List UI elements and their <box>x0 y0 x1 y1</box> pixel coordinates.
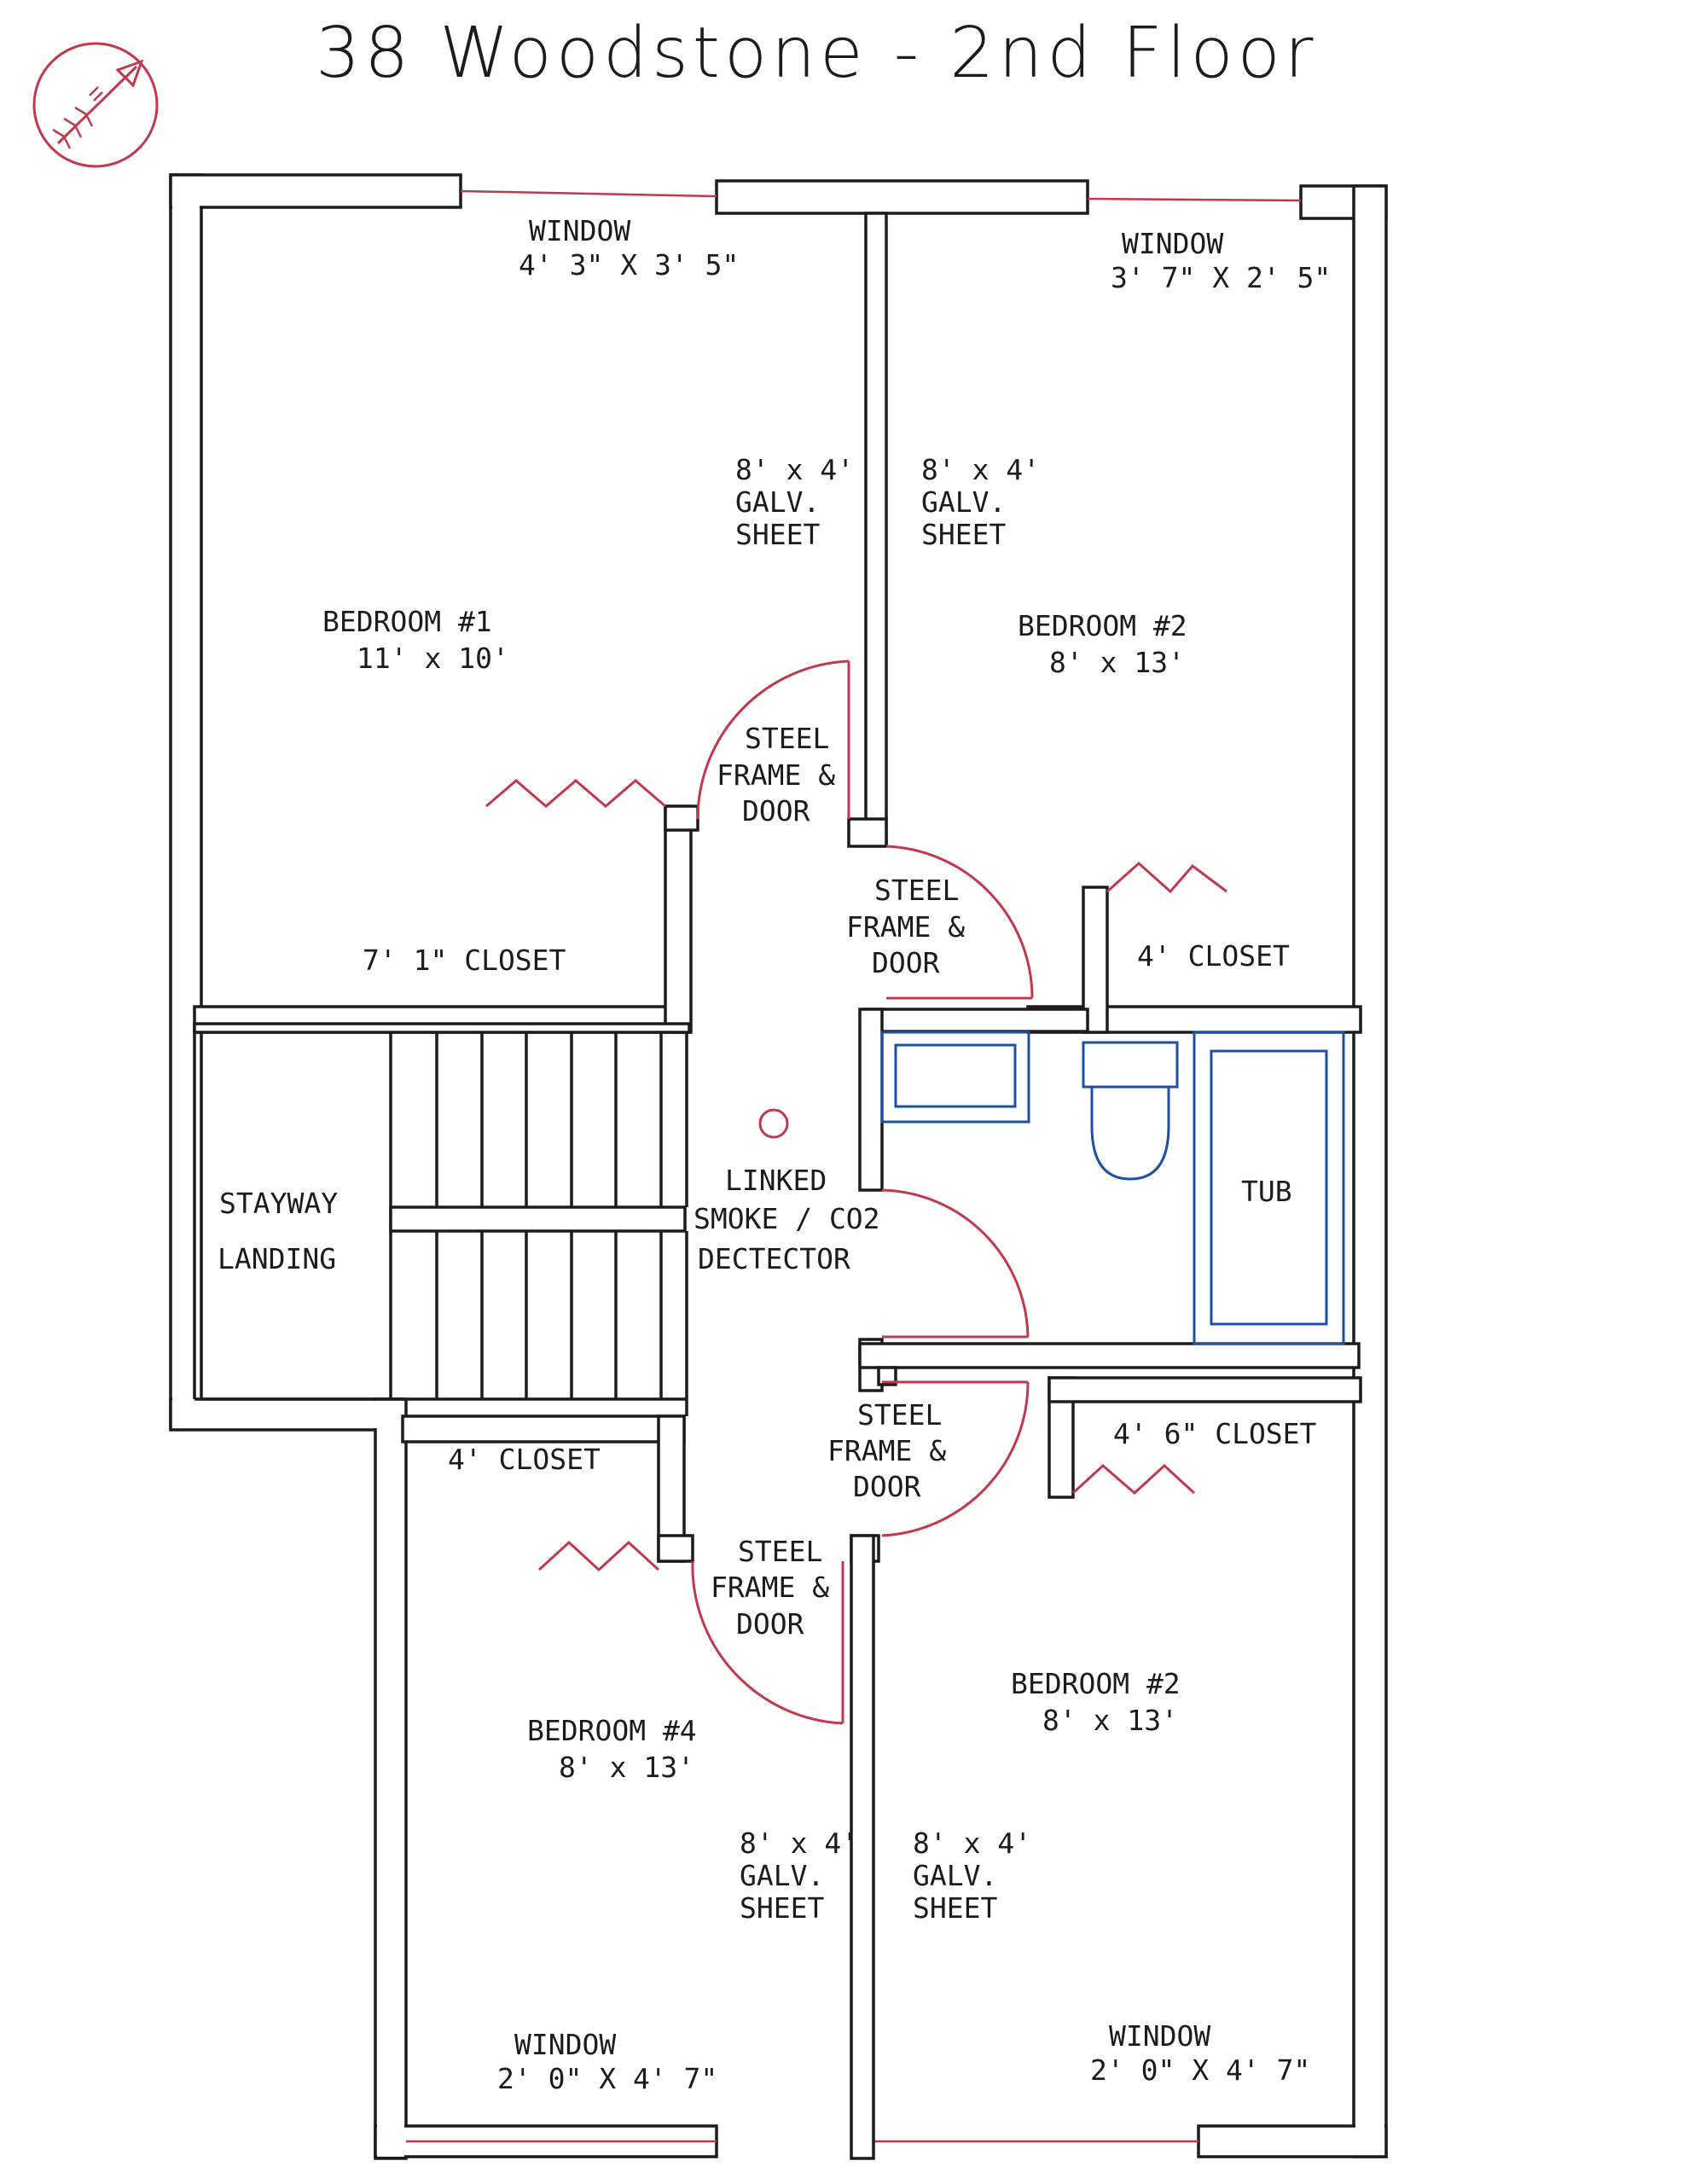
doors <box>691 659 1034 1725</box>
window-se-title: WINDOW <box>1109 2019 1210 2053</box>
galv-nw-size: 8' x 4' <box>735 453 854 486</box>
door-b4-line1: STEEL <box>738 1535 822 1568</box>
door-b1-line1: STEEL <box>745 722 829 755</box>
bedroom4-name: BEDROOM #4 <box>527 1714 697 1747</box>
door-b2-line2: FRAME & <box>846 910 965 944</box>
door-b3-line3: DOOR <box>853 1470 921 1503</box>
bedroom1-size: 11' x 10' <box>357 642 509 675</box>
vanity-icon <box>880 1031 1030 1124</box>
galv-ne-line3: SHEET <box>921 518 1006 551</box>
bedroom4-size: 8' x 13' <box>559 1751 694 1784</box>
stairway-line1: STAYWAY <box>219 1187 338 1220</box>
bedroom1-name: BEDROOM #1 <box>322 605 492 638</box>
closet-b2-label: 4' CLOSET <box>1137 939 1290 973</box>
smoke-detector-icon <box>758 1108 789 1139</box>
windows <box>406 189 1302 2143</box>
staircase <box>193 1032 688 1416</box>
bedroom3-size: 8' x 13' <box>1042 1704 1178 1737</box>
closet-markers <box>485 779 1227 1572</box>
closet-b3-label: 4' 6" CLOSET <box>1113 1417 1317 1450</box>
galv-nw-line3: SHEET <box>735 518 820 551</box>
bathtub-icon <box>1193 1031 1345 1345</box>
door-b2-line3: DOOR <box>872 946 940 979</box>
door-b4-line3: DOOR <box>736 1607 804 1641</box>
window-nw-title: WINDOW <box>529 214 630 247</box>
bedroom3-name: BEDROOM #2 <box>1011 1667 1181 1700</box>
galv-sw-line2: GALV. <box>740 1859 824 1892</box>
closet-b4-label: 4' CLOSET <box>448 1443 601 1476</box>
plan-title: 38 Woodstone - 2nd Floor <box>316 13 1318 94</box>
door-b3-line2: FRAME & <box>827 1434 946 1467</box>
galv-se-size: 8' x 4' <box>913 1827 1031 1860</box>
window-ne-size: 3' 7" X 2' 5" <box>1111 261 1331 294</box>
galv-sw-line3: SHEET <box>740 1891 824 1925</box>
toilet-icon <box>1082 1041 1179 1181</box>
door-b2-line1: STEEL <box>874 874 959 907</box>
detector-line3: DECTECTOR <box>698 1242 850 1275</box>
galv-ne-line2: GALV. <box>921 485 1006 519</box>
bedroom2-size: 8' x 13' <box>1049 646 1185 679</box>
tub-label: TUB <box>1241 1175 1292 1208</box>
window-sw-size: 2' 0" X 4' 7" <box>497 2062 717 2095</box>
labels: WINDOW 4' 3" X 3' 5" WINDOW 3' 7" X 2' 5… <box>218 214 1331 2095</box>
window-nw-size: 4' 3" X 3' 5" <box>519 248 739 282</box>
galv-nw-line2: GALV. <box>735 485 820 519</box>
window-sw-title: WINDOW <box>514 2028 616 2061</box>
galv-sw-size: 8' x 4' <box>740 1827 858 1860</box>
door-b1-line3: DOOR <box>742 794 810 828</box>
interior-walls <box>193 212 1362 2160</box>
galv-se-line3: SHEET <box>913 1891 997 1925</box>
closet-b1-label: 7' 1" CLOSET <box>363 944 566 977</box>
door-b1-line2: FRAME & <box>717 758 835 792</box>
stairway-line2: LANDING <box>218 1242 336 1275</box>
window-ne-title: WINDOW <box>1122 227 1223 260</box>
door-b4-line2: FRAME & <box>711 1571 829 1604</box>
galv-ne-size: 8' x 4' <box>921 453 1040 486</box>
exterior-walls <box>169 173 1388 2160</box>
bedroom2-name: BEDROOM #2 <box>1018 609 1187 642</box>
bathroom-fixtures <box>880 1031 1345 1345</box>
detector-line2: SMOKE / CO2 <box>694 1202 880 1235</box>
north-arrow-icon <box>32 42 159 168</box>
window-se-size: 2' 0" X 4' 7" <box>1090 2053 1310 2087</box>
detector-line1: LINKED <box>725 1164 827 1197</box>
door-b3-line1: STEEL <box>857 1398 942 1432</box>
galv-se-line2: GALV. <box>913 1859 997 1892</box>
